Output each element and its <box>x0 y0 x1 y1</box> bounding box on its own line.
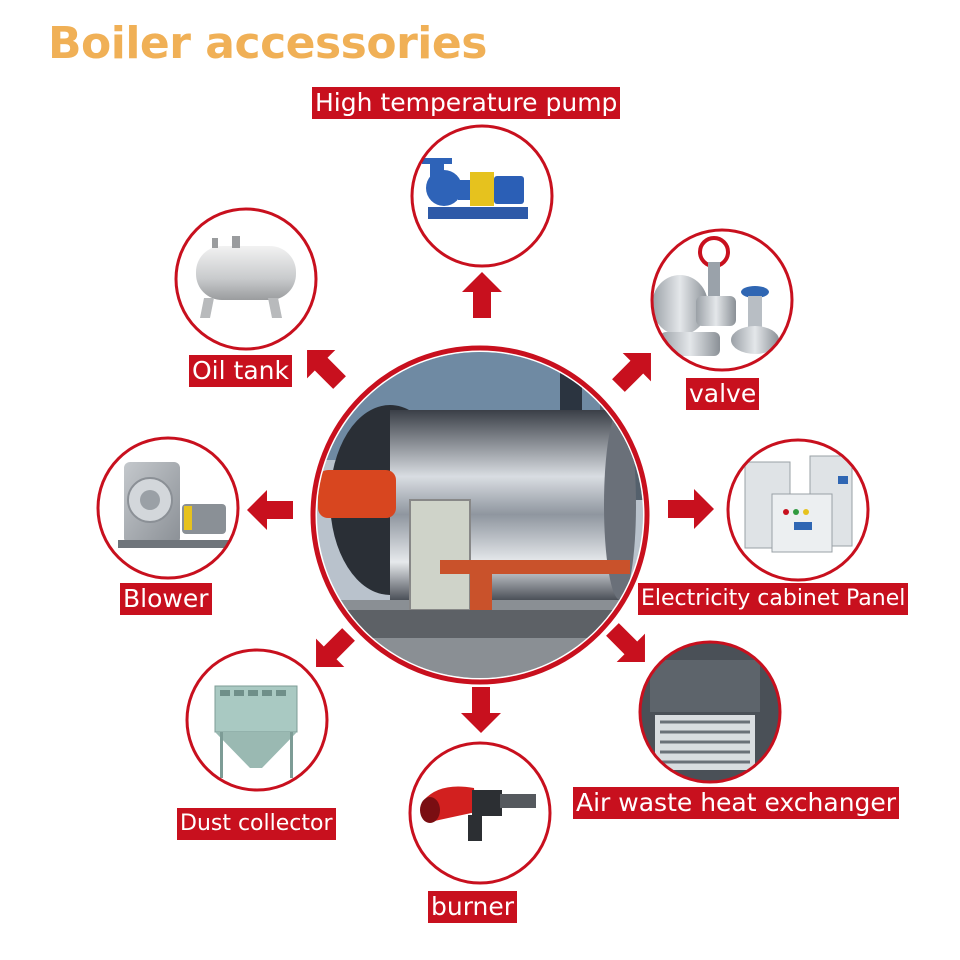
dust-collector-icon <box>185 648 329 792</box>
cabinet-label: Electricity cabinet Panel <box>638 583 909 615</box>
blower-label: Blower <box>120 583 212 615</box>
valve-label: valve <box>686 378 760 410</box>
pump-label: High temperature pump <box>312 87 621 119</box>
oil-tank-icon <box>174 207 318 351</box>
burner-label: burner <box>428 891 518 923</box>
burner-icon <box>408 741 552 885</box>
heat-exchanger-icon <box>638 640 782 784</box>
valve-icon <box>650 228 794 372</box>
pump-icon <box>410 124 554 268</box>
electric-cabinet-icon <box>726 438 870 582</box>
arrow-to-dust-collector <box>316 628 355 667</box>
boiler-icon <box>310 345 650 685</box>
blower-icon <box>96 436 240 580</box>
arrow-to-pump <box>462 272 502 318</box>
exchanger-label: Air waste heat exchanger <box>573 787 900 819</box>
oil-tank-label: Oil tank <box>189 355 292 387</box>
arrow-to-exchanger <box>606 623 645 662</box>
page-title: Boiler accessories <box>48 18 487 69</box>
arrow-to-oil-tank <box>307 350 346 389</box>
arrow-to-valve <box>612 353 651 392</box>
arrow-to-blower <box>247 490 293 530</box>
arrow-to-cabinet <box>668 489 714 529</box>
dust-collector-label: Dust collector <box>177 808 336 840</box>
arrow-to-burner <box>461 687 501 733</box>
